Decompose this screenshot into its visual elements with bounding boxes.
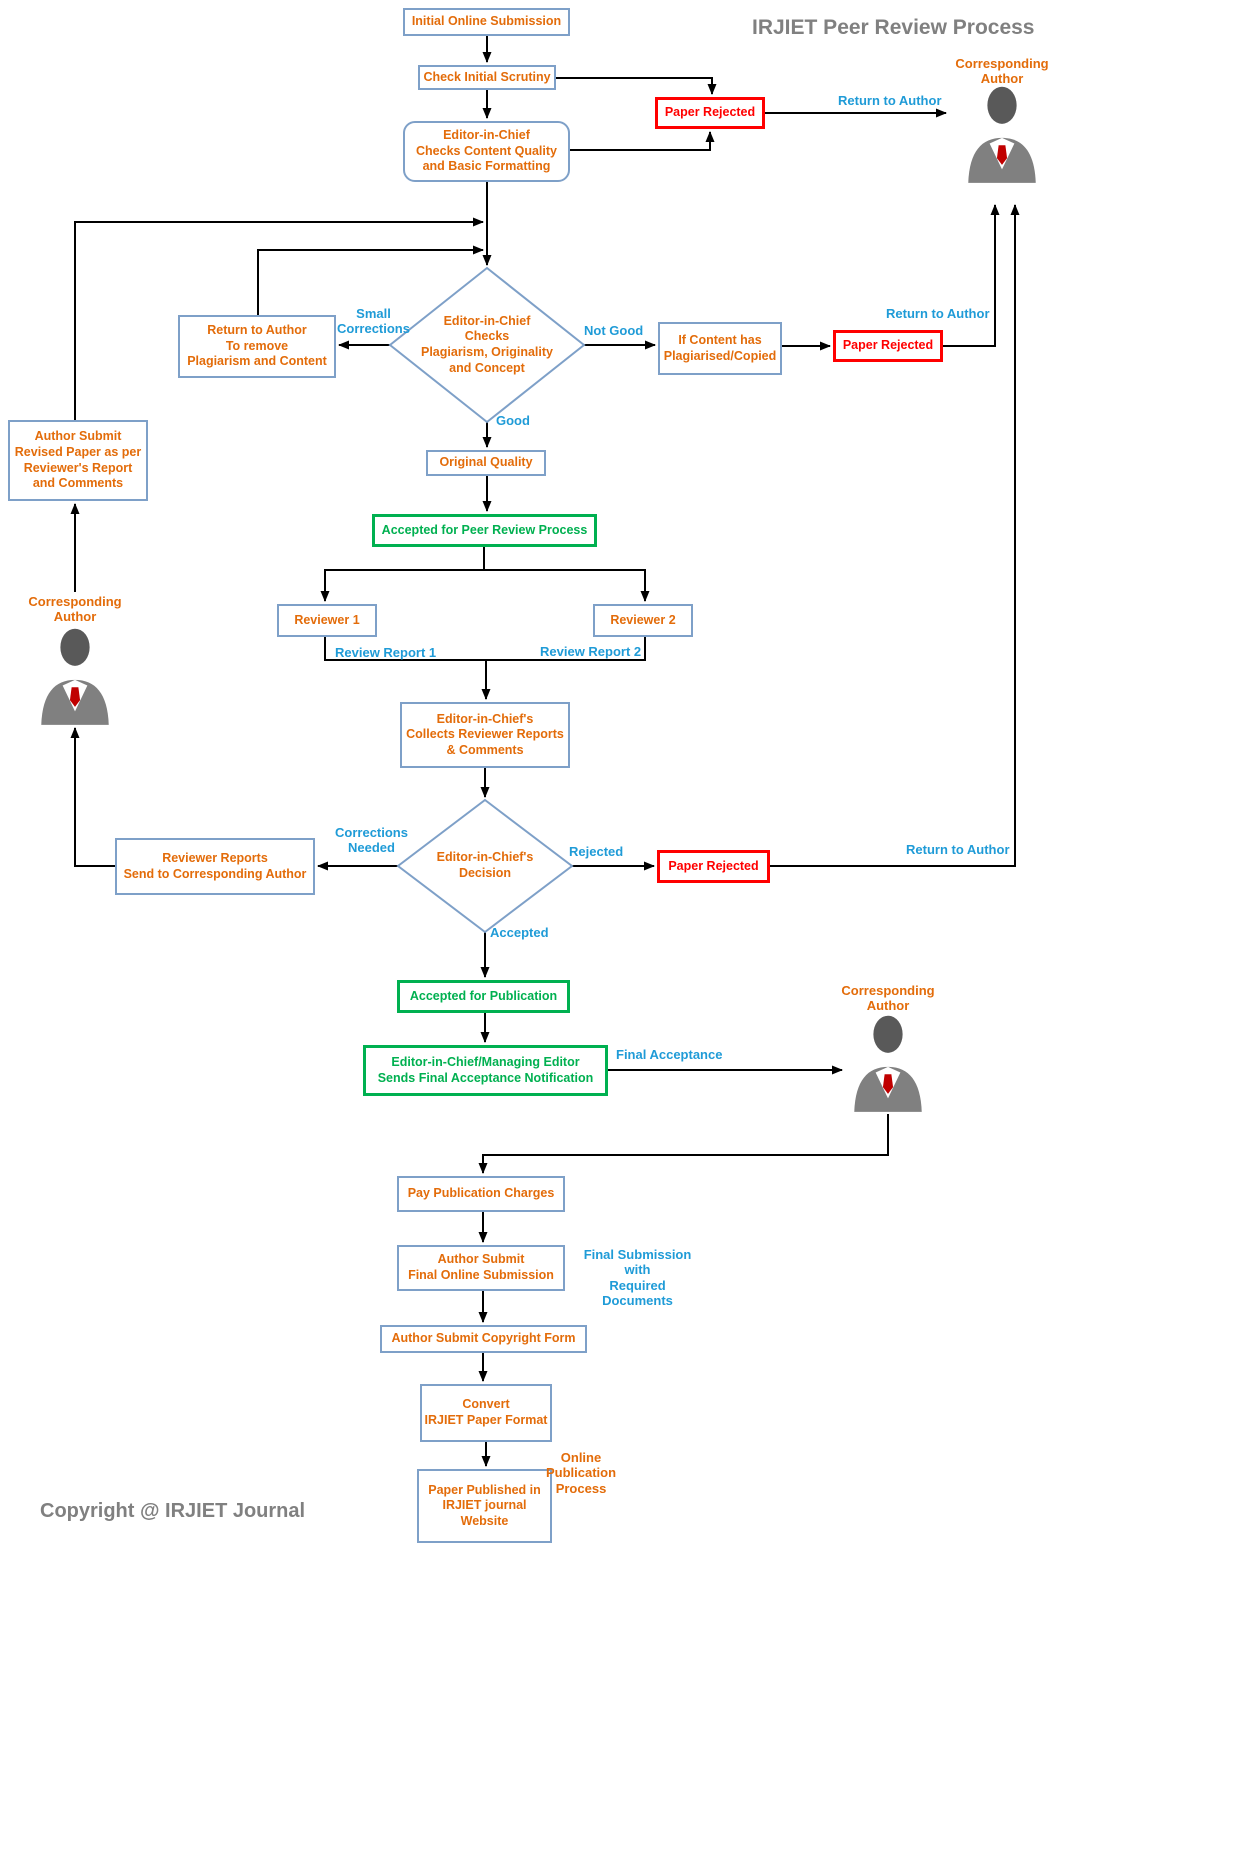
label-corresponding-author-left: Corresponding Author [28,594,122,625]
copyright-text: Copyright @ IRJIET Journal [40,1500,306,1522]
node-author-submit-revised: Author Submit Revised Paper as per Revie… [8,420,148,501]
label-final-submission: Final Submission with Required Documents [583,1247,692,1308]
corresponding-author-icon-top [968,86,1036,183]
node-initial-online-submission: Initial Online Submission [403,8,570,36]
label-final-acceptance: Final Acceptance [616,1047,723,1062]
node-author-submit-copyright: Author Submit Copyright Form [380,1325,587,1353]
corresponding-author-icon-mid [854,1015,922,1112]
label-online-publication: Online Publication Process [545,1450,617,1496]
label-good: Good [496,413,530,428]
label-corrections-needed: Corrections Needed [335,825,408,856]
node-accepted-for-publication: Accepted for Publication [397,980,570,1013]
node-author-submit-final: Author Submit Final Online Submission [397,1245,565,1291]
node-if-content-plagiarised: If Content has Plagiarised/Copied [658,322,782,375]
label-accepted: Accepted [490,925,549,940]
node-eic-managing-editor: Editor-in-Chief/Managing Editor Sends Fi… [363,1045,608,1096]
page-title: IRJIET Peer Review Process [752,16,1035,39]
corresponding-author-icon-left [41,628,109,725]
node-paper-published: Paper Published in IRJIET journal Websit… [417,1469,552,1543]
label-corresponding-author-top: Corresponding Author [955,56,1049,87]
node-check-initial-scrutiny: Check Initial Scrutiny [418,65,556,90]
node-convert-irjiet-format: Convert IRJIET Paper Format [420,1384,552,1442]
label-return-to-author-top: Return to Author [838,93,942,108]
label-return-to-author-mid: Return to Author [886,306,990,321]
label-not-good: Not Good [584,323,644,338]
label-small-corrections: Small Corrections [337,306,410,337]
node-reviewer-2: Reviewer 2 [593,604,693,637]
label-review-report-1: Review Report 1 [335,645,437,660]
node-paper-rejected-3: Paper Rejected [657,850,770,883]
label-return-to-author-bottom: Return to Author [906,842,1010,857]
node-diamond-eic-decision: Editor-in-Chief's Decision [436,850,534,880]
node-original-quality: Original Quality [426,450,546,476]
node-eic-content-quality: Editor-in-Chief Checks Content Quality a… [403,121,570,182]
node-paper-rejected-2: Paper Rejected [833,330,943,362]
node-diamond-plagiarism-check: Editor-in-Chief Checks Plagiarism, Origi… [421,313,553,375]
node-pay-publication-charges: Pay Publication Charges [397,1176,565,1212]
node-paper-rejected-1: Paper Rejected [655,97,765,129]
node-eic-collects-reports: Editor-in-Chief's Collects Reviewer Repo… [400,702,570,768]
node-return-to-author-remove: Return to Author To remove Plagiarism an… [178,315,336,378]
node-accepted-peer-review: Accepted for Peer Review Process [372,514,597,547]
label-rejected: Rejected [569,844,624,859]
node-reviewer-reports-send: Reviewer Reports Send to Corresponding A… [115,838,315,895]
label-review-report-2: Review Report 2 [540,644,642,659]
label-corresponding-author-mid: Corresponding Author [841,983,935,1014]
node-reviewer-1: Reviewer 1 [277,604,377,637]
